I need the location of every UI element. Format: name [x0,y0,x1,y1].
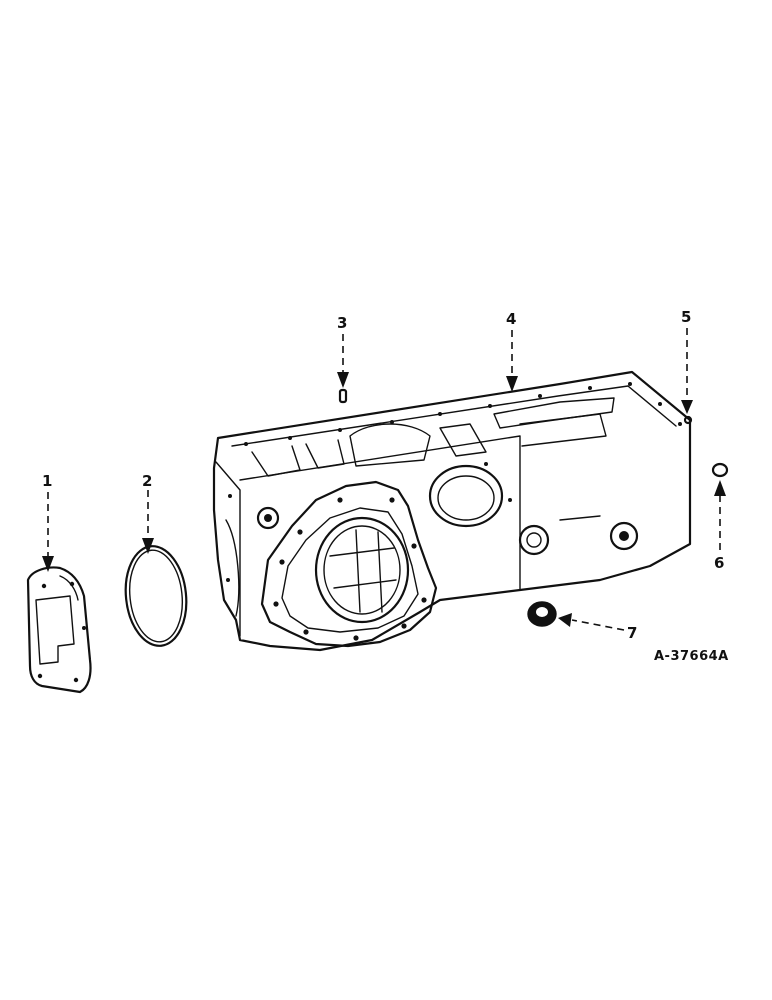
callout-labels: 1 2 3 4 5 6 7 [42,308,724,642]
callout-7: 7 [627,624,637,642]
reference-code: A-37664A [654,649,729,664]
expansion-plug-part-6 [711,462,729,478]
callout-3: 3 [337,314,347,332]
callout-1: 1 [42,472,52,490]
oil-seal-part-7 [527,601,557,627]
callout-2: 2 [142,472,152,490]
transmission-housing-part-4 [212,370,692,652]
leader-lines [42,328,726,631]
ring-gasket-part-2 [124,545,188,647]
callout-5: 5 [681,308,691,326]
cover-plate-part-1 [26,566,92,694]
dowel-pin-part-3 [338,388,348,404]
callout-4: 4 [506,310,516,328]
small-plug-part-5 [683,415,693,425]
callout-6: 6 [714,554,724,572]
